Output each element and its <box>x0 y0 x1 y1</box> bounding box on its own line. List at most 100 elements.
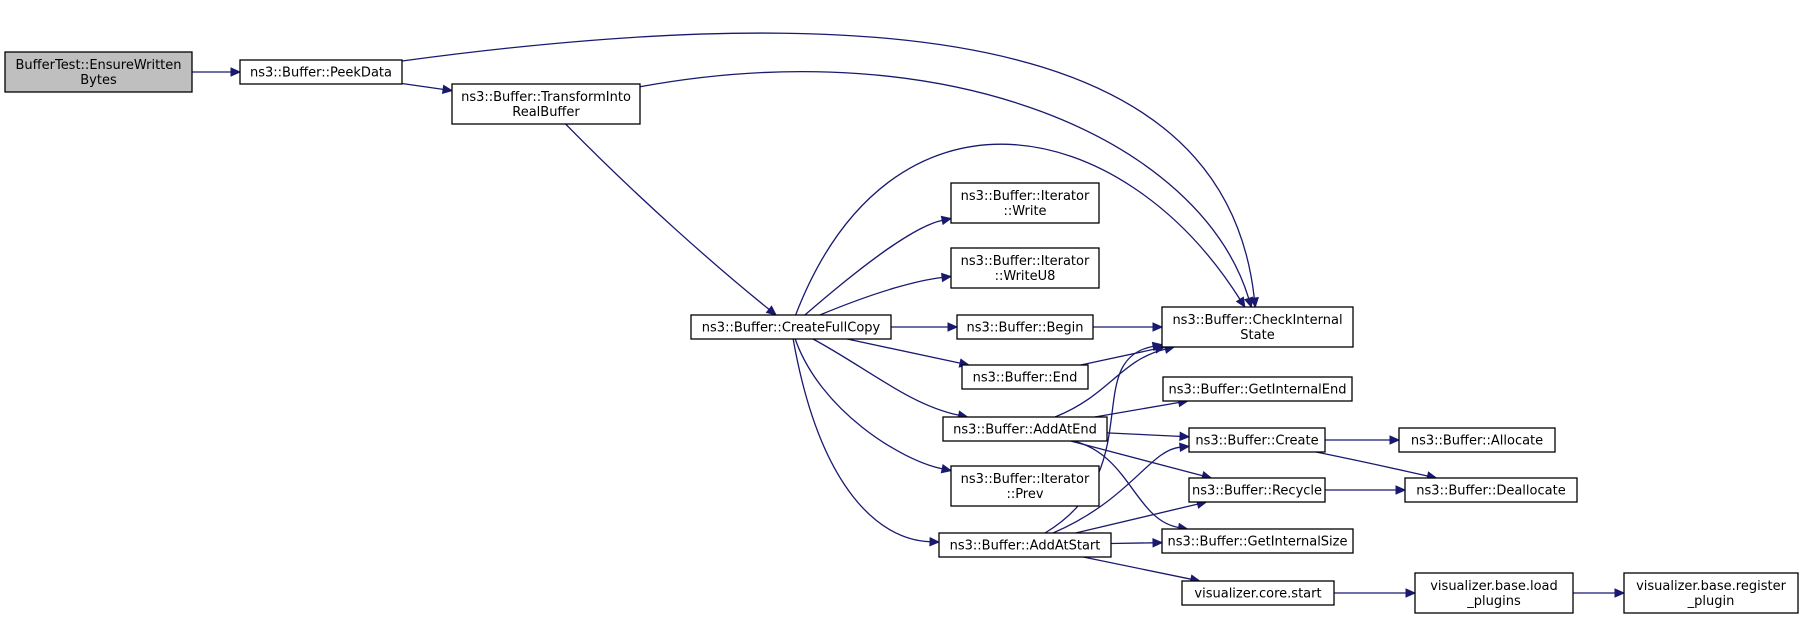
node-label: ns3::Buffer::Iterator <box>961 472 1090 487</box>
node-box <box>942 416 1108 442</box>
arrowhead-icon <box>1235 296 1246 309</box>
arrowhead-icon <box>1179 442 1191 452</box>
node-label: ns3::Buffer::Deallocate <box>1416 484 1565 499</box>
node-vstart[interactable]: visualizer.core.start <box>1181 580 1335 606</box>
node-label: ns3::Buffer::Create <box>1195 434 1318 449</box>
call-edge-root-to-peek <box>192 67 242 77</box>
arrowhead-icon <box>929 536 941 547</box>
arrowhead-icon <box>1389 435 1401 445</box>
node-label: ns3::Buffer::Begin <box>966 321 1083 336</box>
node-label: ::Prev <box>1006 487 1043 502</box>
edge-line <box>1080 348 1156 366</box>
arrowhead-icon <box>940 464 953 474</box>
edge-line <box>794 338 943 470</box>
call-edge-createfull-to-itprev <box>794 338 953 474</box>
call-edge-createfull-to-addatend <box>812 338 969 420</box>
call-edge-addatend-to-create <box>1106 431 1191 442</box>
node-peek[interactable]: ns3::Buffer::PeekData <box>239 59 403 85</box>
arrowhead-icon <box>1152 322 1164 332</box>
node-label: ns3::Buffer::CreateFullCopy <box>702 321 881 336</box>
node-label: ns3::Buffer::PeekData <box>250 66 392 81</box>
arrowhead-icon <box>230 67 242 77</box>
edge-line <box>1110 542 1154 545</box>
node-label: ns3::Buffer::GetInternalEnd <box>1168 383 1346 398</box>
edge-line <box>639 70 1250 299</box>
node-itwriteu8[interactable]: ns3::Buffer::Iterator::WriteU8 <box>950 247 1100 289</box>
node-label: Bytes <box>80 73 117 88</box>
node-begin[interactable]: ns3::Buffer::Begin <box>956 314 1094 340</box>
node-label: ::Write <box>1003 204 1046 219</box>
node-box <box>938 532 1112 558</box>
edge-line <box>401 82 444 91</box>
node-itprev[interactable]: ns3::Buffer::Iterator::Prev <box>950 465 1100 507</box>
call-edge-end-to-check <box>1080 344 1166 366</box>
node-label: ns3::Buffer::Recycle <box>1192 484 1322 499</box>
node-box <box>950 465 1100 507</box>
call-edge-vstart-to-loadplugins <box>1334 588 1417 598</box>
node-box <box>1161 306 1354 348</box>
node-box <box>950 247 1100 289</box>
node-allocate[interactable]: ns3::Buffer::Allocate <box>1398 427 1556 453</box>
node-box <box>239 59 403 85</box>
edge-line <box>1052 446 1181 534</box>
edge-line <box>1094 401 1179 418</box>
edge-line <box>792 338 931 543</box>
node-addatstart[interactable]: ns3::Buffer::AddAtStart <box>938 532 1112 558</box>
node-label: BufferTest::EnsureWritten <box>16 58 182 73</box>
node-box <box>1161 528 1354 554</box>
edge-line <box>795 143 1241 316</box>
arrowhead-icon <box>1152 538 1164 548</box>
node-recycle[interactable]: ns3::Buffer::Recycle <box>1188 477 1326 503</box>
call-edge-addatstart-to-create <box>1052 442 1191 534</box>
node-label: ns3::Buffer::CheckInternal <box>1172 313 1342 328</box>
node-box <box>1414 572 1574 614</box>
edge-line <box>1075 503 1198 534</box>
arrowhead-icon <box>1614 588 1626 598</box>
call-edge-createfull-to-check <box>795 143 1246 316</box>
arrowhead-icon <box>941 272 953 283</box>
call-edge-createfull-to-begin <box>891 322 959 332</box>
node-label: ns3::Buffer::GetInternalSize <box>1168 535 1348 550</box>
node-register[interactable]: visualizer.base.register_plugin <box>1623 572 1799 614</box>
node-end[interactable]: ns3::Buffer::End <box>961 364 1089 390</box>
node-box <box>956 314 1094 340</box>
node-create[interactable]: ns3::Buffer::Create <box>1188 427 1326 453</box>
node-dealloc[interactable]: ns3::Buffer::Deallocate <box>1404 477 1578 503</box>
node-label: _plugins <box>1466 594 1521 609</box>
node-box <box>690 314 892 340</box>
call-edge-begin-to-check <box>1093 322 1164 332</box>
node-label: ns3::Buffer::Iterator <box>961 254 1090 269</box>
call-edge-addatstart-to-vstart <box>1083 556 1201 584</box>
arrowhead-icon <box>441 84 454 95</box>
node-createfull[interactable]: ns3::Buffer::CreateFullCopy <box>690 314 892 340</box>
edge-line <box>401 32 1255 299</box>
node-label: ns3::Buffer::Allocate <box>1411 434 1543 449</box>
call-edge-addatstart-to-getsize <box>1110 538 1164 548</box>
call-edge-create-to-allocate <box>1325 435 1401 445</box>
arrowhead-icon <box>765 305 778 316</box>
node-label: ns3::Buffer::TransformInto <box>461 90 631 105</box>
node-label: ns3::Buffer::AddAtStart <box>950 539 1101 554</box>
node-loadplugins[interactable]: visualizer.base.load_plugins <box>1414 572 1574 614</box>
node-box <box>1188 477 1326 503</box>
node-label: ::WriteU8 <box>995 269 1056 284</box>
node-getend[interactable]: ns3::Buffer::GetInternalEnd <box>1162 376 1353 402</box>
edge-line <box>812 338 959 416</box>
node-addatend[interactable]: ns3::Buffer::AddAtEnd <box>942 416 1108 442</box>
node-label: visualizer.core.start <box>1194 587 1321 602</box>
edge-line <box>819 276 943 316</box>
arrowhead-icon <box>947 322 959 332</box>
arrowhead-icon <box>1405 588 1417 598</box>
call-edge-createfull-to-addatstart <box>792 338 941 547</box>
node-itwrite[interactable]: ns3::Buffer::Iterator::Write <box>950 182 1100 224</box>
call-edge-peek-to-transform <box>401 82 454 95</box>
edge-line <box>565 123 770 310</box>
edge-line <box>1315 451 1428 477</box>
node-label: _plugin <box>1687 594 1735 609</box>
node-box <box>1162 376 1353 402</box>
node-getsize[interactable]: ns3::Buffer::GetInternalSize <box>1161 528 1354 554</box>
